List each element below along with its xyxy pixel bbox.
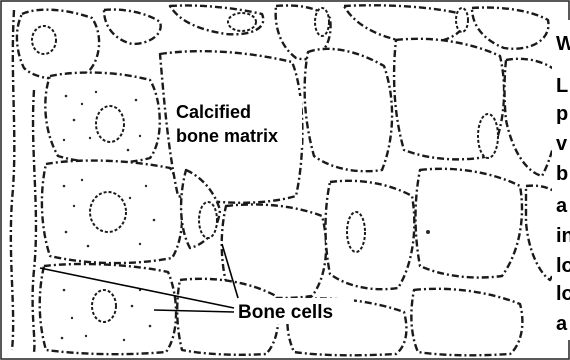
cell-lower-right	[416, 169, 522, 278]
side-line-4: b	[556, 163, 568, 185]
nucleus	[456, 8, 468, 32]
matrix-label-line2: bone matrix	[176, 126, 278, 146]
dot-marker	[426, 230, 430, 234]
side-line-2: p	[556, 103, 568, 125]
side-line-5: a	[556, 195, 568, 217]
nucleus	[347, 212, 365, 252]
side-line-1: L	[556, 75, 568, 97]
matrix-label-line1: Calcified	[176, 102, 251, 122]
nucleus	[32, 26, 56, 54]
cell-top-left	[17, 10, 99, 79]
nucleus	[199, 202, 217, 238]
nucleus	[96, 106, 124, 142]
side-line-9: a	[556, 313, 568, 335]
nucleus	[92, 290, 116, 322]
side-heading: W	[556, 33, 570, 55]
side-line-7: lo	[556, 255, 570, 277]
nucleus	[478, 114, 498, 158]
bone-cells-label: Bone cells	[238, 302, 333, 323]
nucleus	[315, 8, 329, 36]
cell-bottom-right	[411, 289, 522, 356]
nucleus	[228, 13, 256, 31]
cell-upper-center	[305, 49, 392, 171]
nucleus	[90, 192, 126, 232]
side-line-8: lo	[556, 283, 570, 305]
cell-lower-mid	[326, 181, 415, 289]
side-line-3: v	[556, 133, 568, 155]
side-line-6: in	[556, 225, 570, 247]
